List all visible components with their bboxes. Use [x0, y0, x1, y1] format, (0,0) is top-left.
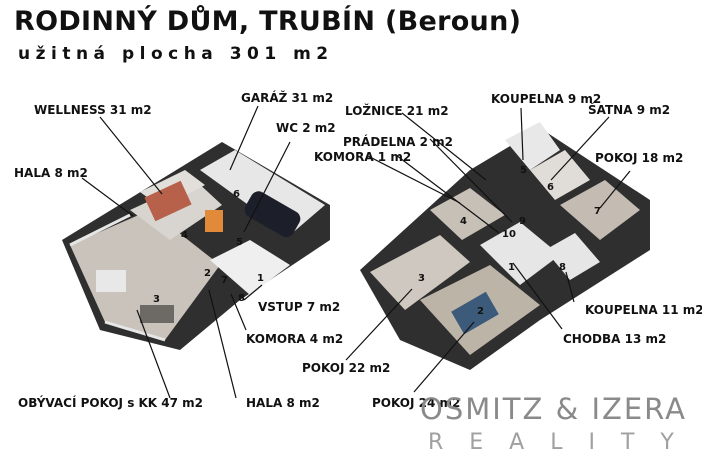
leader-lines [81, 105, 631, 399]
label-garaz: GARÁŽ 31 m2 [241, 91, 334, 105]
hot-tub [144, 180, 192, 222]
ground-floor-plan: 6 4 5 3 2 7 1 8 [62, 142, 330, 350]
orange-cabinet [205, 210, 223, 232]
room-number-5: 5 [236, 237, 243, 248]
label-chodba: CHODBA 13 m2 [563, 332, 667, 346]
label-komora: KOMORA 4 m2 [246, 332, 344, 346]
upper-room-number-5: 5 [520, 165, 527, 176]
upper-room-number-4: 4 [460, 216, 467, 227]
label-hala-upper: HALA 8 m2 [14, 166, 88, 180]
room-number-2: 2 [204, 268, 211, 279]
label-satna: ŠATNA 9 m2 [588, 103, 671, 117]
upper-room-4-floor [430, 188, 505, 240]
brand-logo-name: OSMITZ & IZERA [420, 392, 687, 426]
upper-room-number-9: 9 [519, 216, 526, 227]
dining-table [140, 305, 174, 323]
upper-room-7-floor [560, 180, 640, 240]
upper-room-number-6: 6 [547, 182, 554, 193]
label-pokoj-24: POKOJ 24 m2 [372, 396, 461, 410]
ground-window [104, 320, 166, 342]
upper-room-number-3: 3 [418, 273, 425, 284]
label-vstup: VSTUP 7 m2 [258, 300, 341, 314]
entry-floor [210, 240, 290, 295]
upper-room-number-7: 7 [594, 206, 601, 217]
upper-room-3-floor [370, 235, 470, 310]
room-number-1: 1 [257, 273, 264, 284]
room-number-4: 4 [181, 230, 188, 241]
upper-room-6-floor [530, 150, 590, 200]
label-wellness: WELLNESS 31 m2 [34, 103, 152, 117]
room-number-7: 7 [221, 275, 228, 286]
brand-logo-tagline: REALITY [428, 430, 700, 455]
room-number-6: 6 [233, 189, 240, 200]
label-pokoj-18: POKOJ 18 m2 [595, 151, 684, 165]
label-hala-lower: HALA 8 m2 [246, 396, 320, 410]
label-koupelna-11: KOUPELNA 11 m2 [585, 303, 702, 317]
label-koupelna-9: KOUPELNA 9 m2 [491, 92, 602, 106]
upper-room-number-1: 1 [508, 262, 515, 273]
upper-room-number-2: 2 [477, 306, 484, 317]
ground-window [69, 213, 131, 247]
label-wc: WC 2 m2 [276, 121, 336, 135]
label-obyvaci-pokoj: OBÝVACÍ POKOJ s KK 47 m2 [18, 396, 204, 410]
sofa [96, 270, 126, 292]
room-number-3: 3 [153, 294, 160, 305]
upper-room-1-floor [480, 222, 560, 285]
label-loznice: LOŽNICE 21 m2 [345, 104, 449, 118]
page-subtitle: užitná plocha 301 m2 [18, 44, 334, 64]
label-pradelna: PRÁDELNA 2 m2 [343, 135, 454, 149]
room-number-8: 8 [238, 293, 245, 304]
label-pokoj-22: POKOJ 22 m2 [302, 361, 391, 375]
label-komora-1: KOMORA 1 m2 [314, 150, 412, 164]
upper-floor-plan: 5 6 7 4 9 10 1 8 3 2 [360, 122, 650, 370]
upper-room-5-floor [505, 122, 560, 170]
living-room-floor [70, 210, 220, 340]
upper-room-number-10: 10 [502, 229, 516, 240]
rug [451, 291, 499, 335]
upper-room-8-floor [545, 233, 600, 280]
page-title: RODINNÝ DŮM, TRUBÍN (Beroun) [14, 6, 522, 37]
upper-room-number-8: 8 [559, 262, 566, 273]
